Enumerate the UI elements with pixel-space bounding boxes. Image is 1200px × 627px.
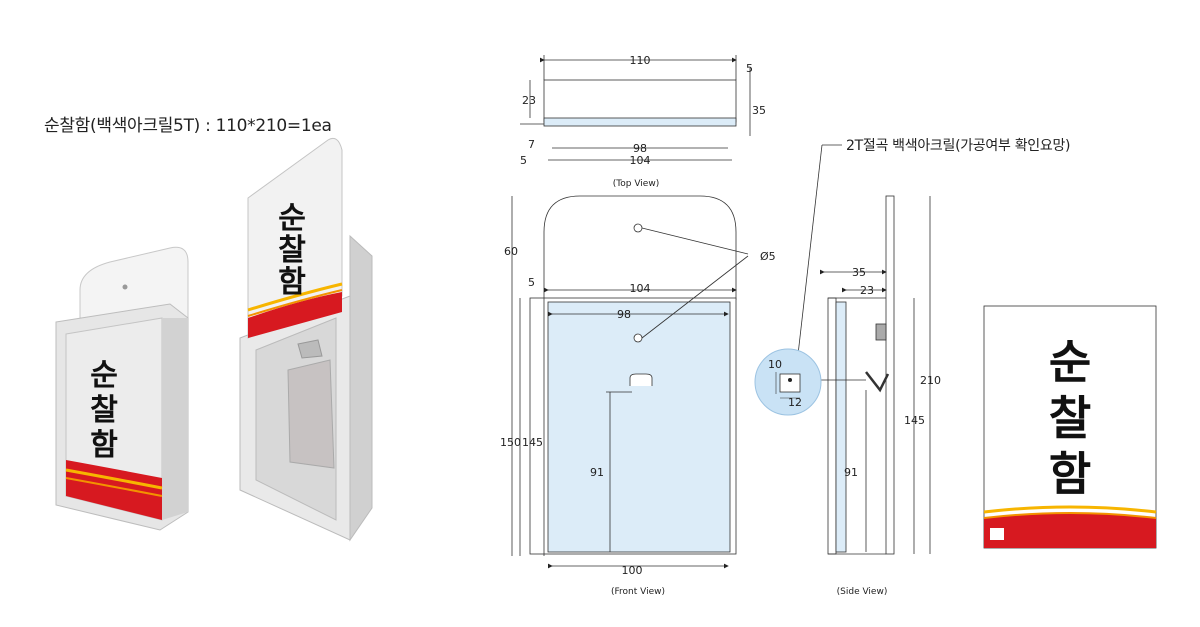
sign-panel-label-2: 찰 xyxy=(1049,391,1091,445)
front-dim-91: 91 xyxy=(590,466,604,479)
top-dim-110: 110 xyxy=(630,54,651,67)
top-dim-23: 23 xyxy=(522,94,536,107)
front-dim-hole: Ø5 xyxy=(760,250,776,263)
render-box-front-label-2: 찰 xyxy=(90,393,118,428)
top-dim-7: 7 xyxy=(528,138,535,151)
front-dim-150: 150 xyxy=(500,436,521,449)
render-box-open-label-2: 찰 xyxy=(278,233,306,268)
top-view xyxy=(520,55,751,161)
post-logo-icon xyxy=(990,528,1004,540)
front-dim-100: 100 xyxy=(622,564,643,577)
top-view-caption: (Top View) xyxy=(613,179,659,189)
detail-dim-12: 12 xyxy=(788,396,802,409)
side-view-caption: (Side View) xyxy=(837,587,888,597)
render-box-front-label-3: 함 xyxy=(90,428,118,463)
detail-dim-10: 10 xyxy=(768,358,782,371)
side-dim-91: 91 xyxy=(844,466,858,479)
side-dim-35: 35 xyxy=(852,266,866,279)
render-box-front-label-1: 순 xyxy=(90,358,118,393)
front-dim-60: 60 xyxy=(504,245,518,258)
side-dim-210: 210 xyxy=(920,374,941,387)
side-dim-23: 23 xyxy=(860,284,874,297)
render-box-open-label-1: 순 xyxy=(278,201,306,236)
front-dim-104: 104 xyxy=(630,282,651,295)
front-dim-145: 145 xyxy=(522,436,543,449)
top-dim-5: 5 xyxy=(746,62,753,75)
detail-bubble xyxy=(754,348,822,416)
front-view-caption: (Front View) xyxy=(611,587,665,597)
product-title: 순찰함(백색아크릴5T) : 110*210=1ea xyxy=(44,116,332,136)
front-dim-5: 5 xyxy=(528,276,535,289)
side-dim-145: 145 xyxy=(904,414,925,427)
top-dim-5b: 5 xyxy=(520,154,527,167)
side-view xyxy=(795,144,931,555)
render-box-open-label-3: 함 xyxy=(278,265,306,300)
top-dim-98: 98 xyxy=(633,142,647,155)
render-box-open: 순 찰 함 xyxy=(239,137,373,542)
front-view xyxy=(511,195,749,569)
top-dim-104: 104 xyxy=(630,154,651,167)
sign-panel-label-3: 함 xyxy=(1049,447,1091,501)
sign-panel: 순 찰 함 xyxy=(983,305,1157,549)
material-note: 2T절곡 백색아크릴(가공여부 확인요망) xyxy=(846,138,1071,154)
sign-panel-label-1: 순 xyxy=(1049,335,1091,389)
render-box-front: 순 찰 함 xyxy=(55,246,189,531)
top-dim-35: 35 xyxy=(752,104,766,117)
front-dim-98: 98 xyxy=(617,308,631,321)
